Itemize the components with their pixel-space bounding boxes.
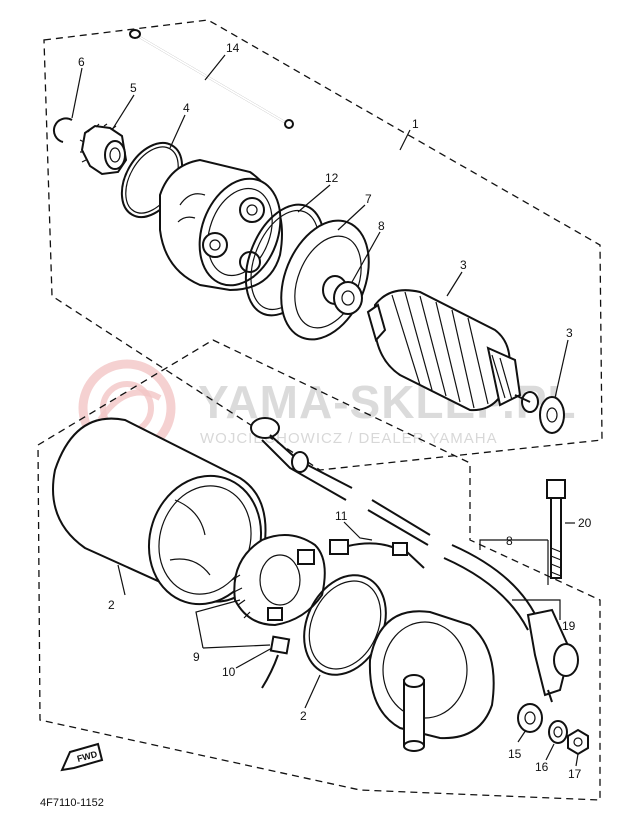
terminal-hardware [517, 703, 589, 756]
callout-5: 5 [130, 81, 137, 95]
callout-18: 8 [506, 534, 513, 548]
callout-9: 9 [193, 650, 200, 664]
callout-13: 3 [566, 326, 573, 340]
terminal-lead [329, 539, 425, 569]
yoke-housing [52, 417, 267, 606]
starter-cable [443, 544, 579, 703]
front-cover [159, 158, 283, 292]
callout-16: 16 [535, 760, 549, 774]
fwd-arrow-icon: FWD [60, 742, 104, 772]
callout-6: 6 [78, 55, 85, 69]
pinion-gear [79, 123, 128, 176]
callout-2-rear: 2 [300, 709, 307, 723]
part-callouts: 14 6 5 4 1 12 7 8 3 3 2 9 10 11 2 8 20 1… [78, 41, 592, 781]
leader-lines [71, 54, 579, 767]
callout-11: 11 [335, 509, 348, 523]
callout-14: 14 [226, 41, 240, 55]
callout-8: 8 [378, 219, 385, 233]
washer-front [333, 281, 363, 315]
assembly-outline [37, 19, 603, 801]
washer-rear [539, 396, 565, 434]
terminal-bolt [546, 479, 566, 579]
callout-15: 15 [508, 747, 522, 761]
callout-1: 1 [412, 117, 419, 131]
callout-12: 12 [325, 171, 339, 185]
watermark-subtitle: WOJCIECHOWICZ / DEALER YAMAHA [200, 430, 498, 447]
rear-cover [368, 610, 495, 752]
callout-19: 19 [562, 619, 576, 633]
callout-10: 10 [222, 665, 236, 679]
armature [366, 289, 539, 413]
drawing-code: 4F7110-1152 [40, 797, 104, 809]
through-bolt [129, 29, 294, 129]
callout-17: 17 [568, 767, 582, 781]
callout-3: 3 [460, 258, 467, 272]
callout-2: 2 [108, 598, 115, 612]
brush-holder-plate [231, 534, 326, 627]
callout-7: 7 [365, 192, 372, 206]
callout-20: 20 [578, 516, 592, 530]
brush [261, 635, 291, 689]
circlip [52, 117, 73, 143]
through-tube [250, 417, 431, 546]
callout-4: 4 [183, 101, 190, 115]
